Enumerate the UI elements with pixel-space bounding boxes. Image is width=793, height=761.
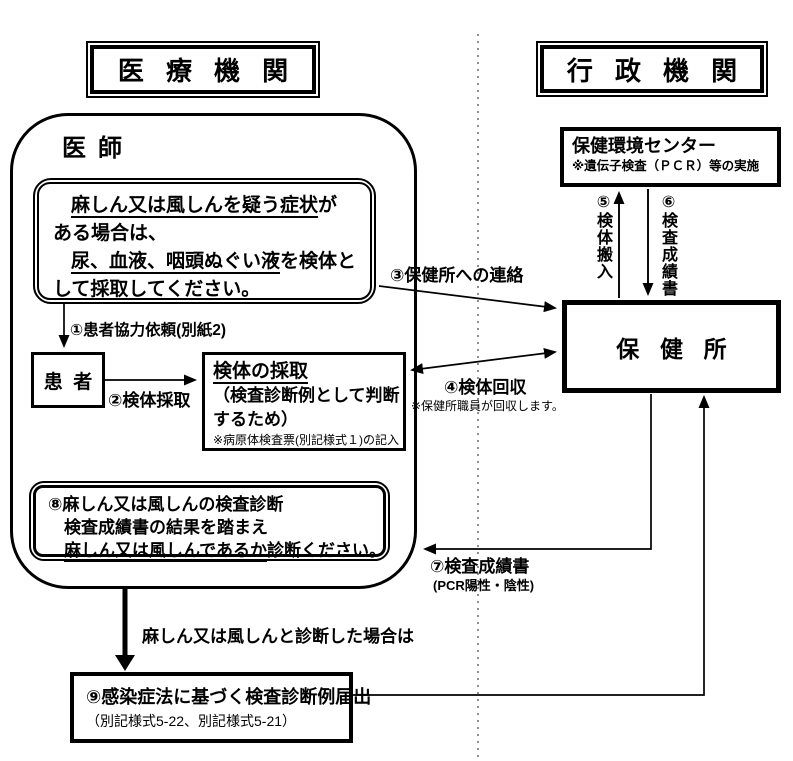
diagnosis-line-3-rest: 診断ください。 xyxy=(266,541,386,560)
symptom-line-2: ある場合は、 xyxy=(53,223,168,244)
arrow-diagnosed-thick-head xyxy=(115,655,135,671)
health-environment-center-note: ※遺伝子検査（ＰＣＲ）等の実施 xyxy=(572,159,760,173)
patient-box: 患者 xyxy=(31,352,105,408)
symptom-instruction-box: 麻しん又は風しんを疑う症状が ある場合は、 尿、血液、咽頭ぬぐい液を検体と して… xyxy=(33,178,376,304)
symptom-line-3-rest: を検体と xyxy=(280,251,357,272)
arrow-7-note: (PCR陽性・陰性) xyxy=(433,578,535,593)
health-environment-center-title: 保健環境センター xyxy=(572,136,716,156)
header-government-agency-inner: 行政機関 xyxy=(540,45,764,93)
specimen-sampling-title: 検体の採取 xyxy=(213,359,397,384)
specimen-sampling-line-3: するため） xyxy=(213,410,298,429)
specimen-sampling-note: ※病原体検査票(別記様式１)の記入 xyxy=(213,433,400,447)
arrow-2-label: ②検体採取 xyxy=(108,391,191,410)
arrow-6-label: ⑥検査成績書 xyxy=(659,192,676,297)
symptom-line-1-rest: が xyxy=(318,195,338,216)
arrow-4-specimen-pickup xyxy=(410,347,557,375)
arrow-9-report-to-hokenjo xyxy=(352,395,710,696)
arrow-4-note: ※保健所職員が回収します。 xyxy=(411,399,564,413)
hokenjo-box: 保健所 xyxy=(562,300,781,393)
report-box: ⑨感染症法に基づく検査診断例届出 （別記様式5-22、別記様式5-21） xyxy=(70,672,372,743)
symptom-line-4: して採取してください。 xyxy=(53,279,261,300)
arrow-4-label: ④検体回収 xyxy=(444,378,527,397)
diagnosis-line-3-underlined: 麻しん又は風しんであるか xyxy=(64,541,267,562)
specimen-sampling-title-text: 検体の採取 xyxy=(213,361,309,384)
arrow-3-contact-health-center xyxy=(378,285,557,313)
header-government-agency-box: 行政機関 xyxy=(536,41,768,97)
diagnosis-box: ⑧麻しん又は風しんの検査診断 検査成績書の結果を踏まえ 麻しん又は風しんであるか… xyxy=(29,481,390,562)
arrow-7-test-report-to-doctor xyxy=(423,394,652,555)
diagnosis-box-inner: ⑧麻しん又は風しんの検査診断 検査成績書の結果を踏まえ 麻しん又は風しんであるか… xyxy=(33,485,386,562)
report-box-title: ⑨感染症法に基づく検査診断例届出 xyxy=(86,687,372,707)
doctor-title: 医師 xyxy=(62,135,134,162)
arrow-1-label: ①患者協力依頼(別紙2) xyxy=(70,322,227,339)
arrow-7-label: ⑦検査成績書 xyxy=(430,557,530,576)
symptom-line-3-underlined: 尿、血液、咽頭ぬぐい液 xyxy=(71,251,281,274)
header-medical-institution-label: 医療機関 xyxy=(117,56,311,86)
arrow-5-label: ⑤検体搬入 xyxy=(594,192,611,280)
header-medical-institution-inner: 医療機関 xyxy=(90,45,316,94)
symptom-line-3: 尿、血液、咽頭ぬぐい液を検体と xyxy=(53,248,360,276)
diagnosed-case-label: 麻しん又は風しんと診断した場合は xyxy=(142,627,414,646)
doctor-container xyxy=(10,113,417,589)
arrow-3-label: ③保健所への連絡 xyxy=(390,266,524,285)
hokenjo-label: 保健所 xyxy=(616,335,748,362)
specimen-sampling-box: 検体の採取 （検査診断例として判断 するため） ※病原体検査票(別記様式１)の記… xyxy=(202,352,406,451)
symptom-line-1: 麻しん又は風しんを疑う症状が xyxy=(53,192,360,220)
patient-label: 患者 xyxy=(43,371,103,393)
diagnosis-line-3: 麻しん又は風しんであるか診断ください。 xyxy=(48,539,386,562)
diagnosis-line-2: 検査成績書の結果を踏まえ xyxy=(64,518,268,537)
header-medical-institution-box: 医療機関 xyxy=(86,41,320,98)
header-government-agency-label: 行政機関 xyxy=(566,55,760,86)
report-box-subtitle: （別記様式5-22、別記様式5-21） xyxy=(86,713,297,729)
specimen-sampling-line-2: （検査診断例として判断 xyxy=(213,386,400,405)
diagnosis-line-1: ⑧麻しん又は風しんの検査診断 xyxy=(48,495,284,514)
symptom-line-1-underlined: 麻しん又は風しんを疑う症状 xyxy=(71,195,319,218)
symptom-instruction-inner: 麻しん又は風しんを疑う症状が ある場合は、 尿、血液、咽頭ぬぐい液を検体と して… xyxy=(37,182,372,300)
health-environment-center-box: 保健環境センター ※遺伝子検査（ＰＣＲ）等の実施 xyxy=(560,127,781,187)
